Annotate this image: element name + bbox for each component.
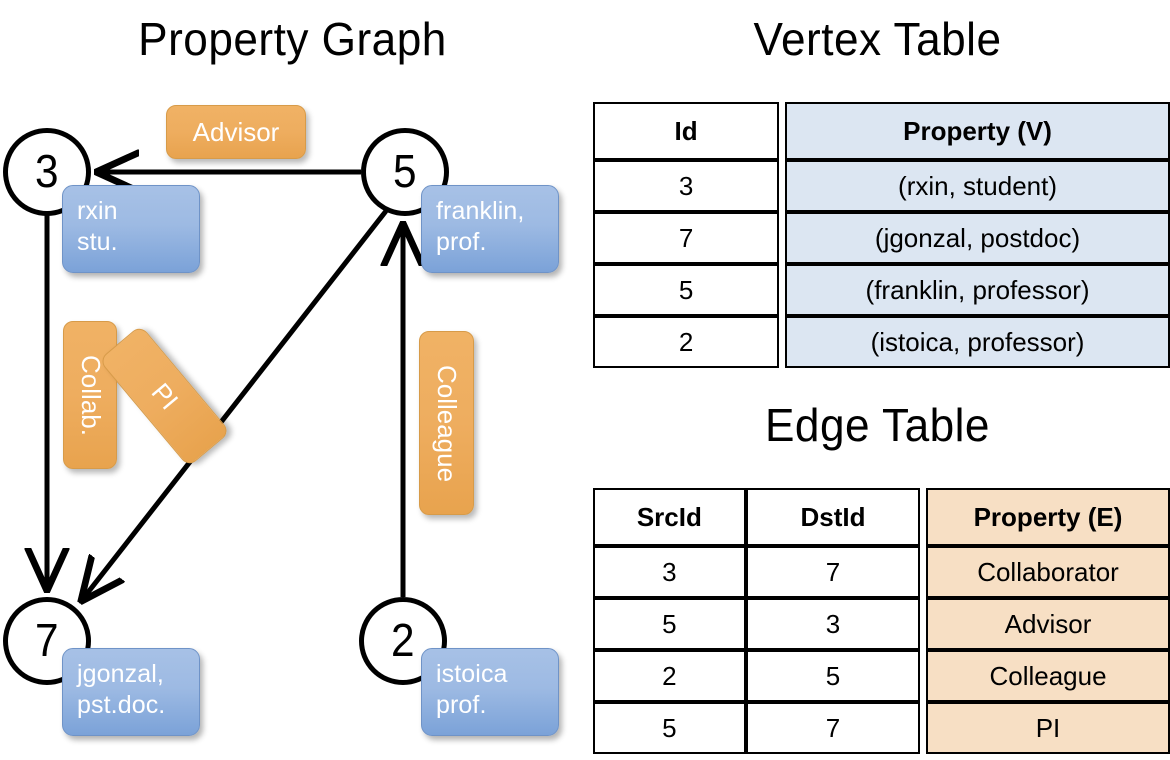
edge-label-colleague: Colleague (419, 331, 474, 515)
column-header-property-e: Property (E) (926, 488, 1170, 546)
table-row: 5 3 Advisor (593, 598, 1170, 650)
table-row: 3 (rxin, student) (593, 160, 1170, 212)
edge-table: SrcId DstId Property (E) 3 7 Collaborato… (593, 488, 1170, 754)
cell-dstid: 5 (745, 650, 921, 702)
graph-node-3[interactable]: 3 (3, 128, 91, 216)
graph-node-label: 2 (391, 614, 415, 666)
table-row: 2 5 Colleague (593, 650, 1170, 702)
property-graph-diagram: 3 5 7 2 rxin stu. franklin, prof. jgonza… (0, 88, 585, 760)
page-title-edge-table: Edge Table (765, 399, 990, 451)
table-header-row: SrcId DstId Property (E) (593, 488, 1170, 546)
graph-node-label: 7 (35, 614, 59, 666)
cell-property: (jgonzal, postdoc) (785, 212, 1170, 264)
cell-srcid: 5 (593, 598, 746, 650)
page-title-property-graph: Property Graph (138, 13, 447, 65)
vertex-property-box-2: istoica prof. (421, 648, 559, 736)
edge-label-collab: Collab. (63, 321, 117, 469)
cell-srcid: 5 (593, 702, 746, 754)
cell-id: 3 (593, 160, 780, 212)
vertex-property-box-7: jgonzal, pst.doc. (62, 648, 200, 736)
cell-srcid: 3 (593, 546, 746, 598)
cell-property: (istoica, professor) (785, 316, 1170, 368)
table-row: 7 (jgonzal, postdoc) (593, 212, 1170, 264)
table-row: 5 7 PI (593, 702, 1170, 754)
cell-srcid: 2 (593, 650, 746, 702)
vertex-table: Id Property (V) 3 (rxin, student) 7 (jgo… (593, 102, 1170, 368)
cell-id: 7 (593, 212, 780, 264)
column-header-dstid: DstId (745, 488, 921, 546)
graph-edge-arrows (0, 88, 585, 760)
edge-label-advisor: Advisor (166, 105, 306, 159)
table-row: 2 (istoica, professor) (593, 316, 1170, 368)
column-header-property-v: Property (V) (785, 102, 1170, 160)
cell-dstid: 7 (745, 702, 921, 754)
graph-edge-5-to-7 (82, 209, 388, 600)
vertex-property-box-5: franklin, prof. (421, 185, 559, 273)
column-header-id: Id (593, 102, 780, 160)
edge-label-text: Colleague (432, 364, 462, 482)
cell-property: Advisor (926, 598, 1170, 650)
vertex-property-box-3: rxin stu. (62, 185, 200, 273)
table-row: 5 (franklin, professor) (593, 264, 1170, 316)
table-header-row: Id Property (V) (593, 102, 1170, 160)
edge-label-text: PI (145, 376, 185, 415)
page-title-vertex-table: Vertex Table (753, 13, 1002, 65)
cell-id: 2 (593, 316, 780, 368)
table-row: 3 7 Collaborator (593, 546, 1170, 598)
cell-property: Colleague (926, 650, 1170, 702)
cell-property: (franklin, professor) (785, 264, 1170, 316)
edge-label-text: Collab. (75, 354, 106, 436)
cell-id: 5 (593, 264, 780, 316)
cell-dstid: 7 (745, 546, 921, 598)
edge-label-text: Advisor (192, 116, 280, 147)
graph-node-label: 5 (393, 145, 417, 197)
graph-node-label: 3 (35, 145, 59, 197)
cell-dstid: 3 (745, 598, 921, 650)
column-header-srcid: SrcId (593, 488, 746, 546)
cell-property: (rxin, student) (785, 160, 1170, 212)
cell-property: Collaborator (926, 546, 1170, 598)
cell-property: PI (926, 702, 1170, 754)
